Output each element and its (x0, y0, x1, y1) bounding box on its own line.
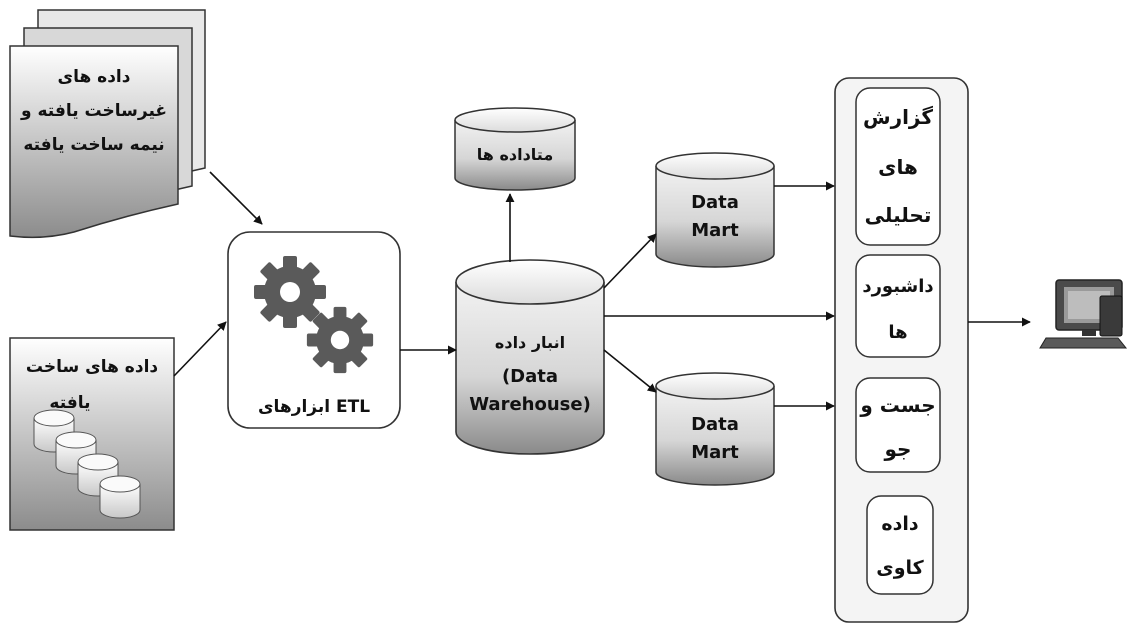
warehouse-label-line-2: (Data (502, 366, 558, 387)
data-mining-line-1: داده (881, 513, 918, 535)
structured-label-line-1: داده های ساخت (26, 357, 159, 377)
gear-icon-large (254, 256, 326, 328)
dashboards-line-2: ها (888, 322, 907, 343)
data-mart-top-cylinder: Data Mart (655, 152, 775, 268)
metadata-cylinder: متاداده ها (454, 107, 576, 191)
unstructured-label-line-3: نیمه ساخت یافته (23, 135, 164, 155)
database-icon (33, 409, 141, 519)
arrow-structured-to-etl (173, 321, 227, 377)
data-mart-bottom-cylinder: Data Mart (655, 372, 775, 486)
analytical-reports-line-1: گزارش (863, 105, 933, 129)
structured-data-box: داده های ساخت یافته (9, 337, 175, 531)
gear-icon-small (306, 306, 374, 374)
data-mart-bottom-line-2: Mart (691, 442, 739, 463)
arrow-warehouse-to-mart-bottom (603, 349, 657, 393)
search-line-1: جست و (859, 393, 935, 417)
unstructured-label-line-2: غیرساخت یافته و (20, 101, 167, 121)
structured-label-line-2: یافته (49, 393, 90, 413)
data-mining-line-2: کاوی (876, 557, 924, 579)
arrow-warehouse-to-mart-top (603, 233, 657, 289)
connector-arrows (173, 171, 1031, 411)
analytical-reports-line-3: تحلیلی (865, 203, 932, 227)
data-mining-box: داده کاوی (866, 495, 934, 595)
arrow-unstructured-to-etl (209, 171, 263, 225)
data-warehouse-cylinder: انبار داده (Data Warehouse) (455, 259, 605, 455)
search-box: جست و جو (855, 377, 941, 473)
data-mart-bottom-line-1: Data (691, 414, 739, 435)
analytical-reports-line-2: های (878, 155, 918, 179)
warehouse-label-line-3: Warehouse) (469, 394, 591, 415)
dashboards-box: داشبورد ها (855, 254, 941, 358)
unstructured-data-documents: داده های غیرساخت یافته و نیمه ساخت یافته (9, 9, 206, 239)
search-line-2: جو (884, 437, 912, 461)
dashboards-line-1: داشبورد (862, 276, 933, 297)
warehouse-label-line-1: انبار داده (495, 333, 565, 352)
analytical-reports-box: گزارش های تحلیلی (855, 87, 941, 246)
etl-label: ابزارهای ETL (258, 397, 370, 417)
metadata-label: متاداده ها (477, 145, 553, 164)
applications-panel: گزارش های تحلیلی داشبورد ها جست و جو داد… (834, 77, 969, 623)
etl-tools-box: ابزارهای ETL (227, 231, 401, 429)
unstructured-label-line-1: داده های (58, 67, 131, 87)
data-mart-top-line-2: Mart (691, 220, 739, 241)
data-mart-top-line-1: Data (691, 192, 739, 213)
computer-icon (1039, 279, 1128, 349)
